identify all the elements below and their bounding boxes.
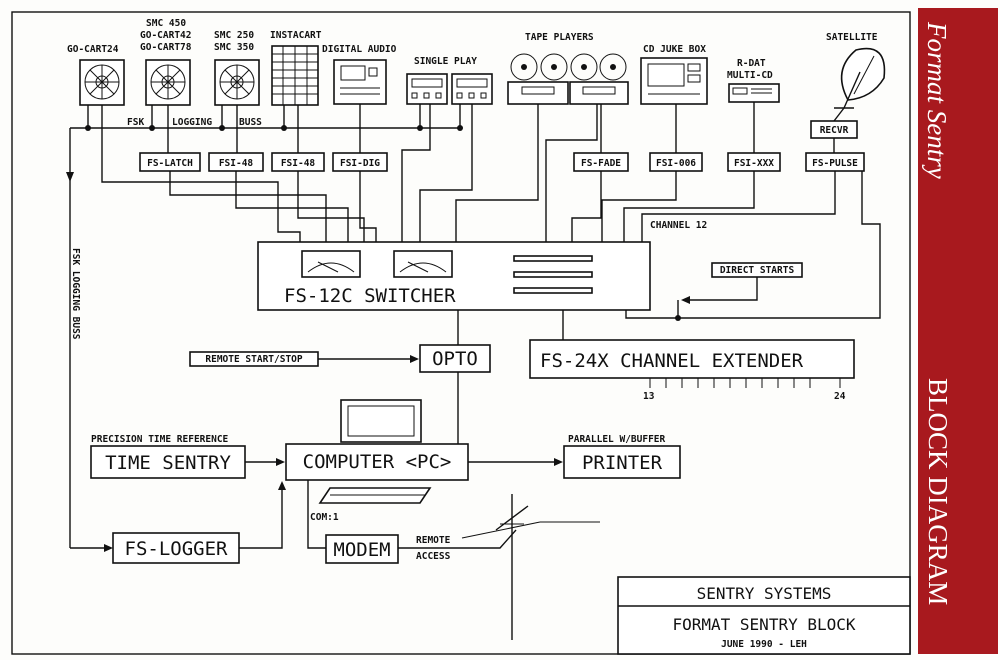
label-fsi-006: FSI-006 (656, 158, 696, 169)
label-printer: PRINTER (582, 452, 663, 474)
label-parallel-buffer: PARALLEL W/BUFFER (568, 434, 666, 445)
label-direct-starts: DIRECT STARTS (720, 265, 795, 276)
label-time-sentry: TIME SENTRY (105, 452, 231, 474)
vu-meter-2-icon (393, 250, 453, 278)
label-fsi-xxx: FSI-XXX (734, 158, 774, 169)
label-go-cart42: GO-CART42 (140, 30, 191, 41)
switcher-slot-icon (513, 255, 593, 294)
extender-channel-ticks (649, 378, 841, 388)
fs-24x-extender-box (529, 339, 855, 379)
label-opto: OPTO (432, 348, 478, 370)
label-single-play: SINGLE PLAY (414, 56, 477, 67)
label-fsi-dig: FSI-DIG (340, 158, 380, 169)
modem-box (325, 534, 399, 564)
label-buss-fsk: FSK (127, 117, 144, 128)
rdat-multi-cd-icon (728, 83, 780, 103)
label-access: ACCESS (416, 551, 451, 562)
label-com1: COM:1 (310, 512, 339, 523)
title-block (617, 576, 911, 655)
label-rdat: R-DAT (737, 58, 766, 69)
label-date: JUNE 1990 - LEH (721, 639, 807, 650)
label-fs-latch: FS-LATCH (147, 158, 193, 169)
label-computer-pc: COMPUTER <PC> (303, 451, 452, 473)
label-fs-fade: FS-FADE (581, 158, 621, 169)
label-fsk-logging-buss-vertical: FSK LOGGING BUSS (70, 248, 81, 340)
label-cd-juke-box: CD JUKE BOX (643, 44, 706, 55)
computer-monitor-icon (340, 399, 422, 443)
label-go-cart24: GO-CART24 (67, 44, 119, 55)
sidebar-title-caps: BLOCK DIAGRAM (923, 378, 953, 605)
go-cart24-device-icon (79, 59, 125, 106)
satellite-dish-icon (834, 47, 886, 109)
label-instacart: INSTACART (270, 30, 322, 41)
printer-box (563, 445, 681, 479)
diagram-border (11, 11, 911, 655)
label-modem: MODEM (333, 539, 390, 561)
label-buss-buss: BUSS (239, 117, 262, 128)
label-remote-start-stop: REMOTE START/STOP (205, 354, 303, 365)
label-company: SENTRY SYSTEMS (697, 584, 832, 603)
cd-juke-box-icon (640, 57, 708, 105)
label-precision-time-reference: PRECISION TIME REFERENCE (91, 434, 229, 445)
label-channel-12: CHANNEL 12 (650, 220, 707, 231)
label-smc350: SMC 350 (214, 42, 254, 53)
label-title: FORMAT SENTRY BLOCK (672, 615, 855, 634)
sidebar-title-italic: Format Sentry (922, 21, 952, 179)
label-channel-24: 24 (834, 391, 846, 402)
label-buss-logging: LOGGING (172, 117, 212, 128)
smc450-device-icon (145, 59, 191, 106)
label-fsi-48-1: FSI-48 (219, 158, 254, 169)
label-fs-logger: FS-LOGGER (125, 538, 229, 560)
label-satellite: SATELLITE (826, 32, 878, 43)
label-multi-cd: MULTI-CD (727, 70, 773, 81)
label-remote: REMOTE (416, 535, 451, 546)
label-smc450: SMC 450 (146, 18, 186, 29)
single-play-deck-2-icon (451, 73, 493, 105)
label-digital-audio: DIGITAL AUDIO (322, 44, 397, 55)
opto-box (419, 344, 491, 373)
label-fs-24x-extender: FS-24X CHANNEL EXTENDER (540, 350, 804, 372)
single-play-deck-1-icon (406, 73, 448, 105)
label-recvr: RECVR (820, 125, 849, 136)
telephone-pole-icon (461, 494, 600, 640)
label-fs-12c-switcher: FS-12C SWITCHER (284, 285, 456, 307)
tape-player-2-icon (569, 53, 629, 105)
label-go-cart78: GO-CART78 (140, 42, 192, 53)
label-tape-players: TAPE PLAYERS (525, 32, 594, 43)
smc250-device-icon (214, 59, 260, 106)
label-fs-pulse: FS-PULSE (812, 158, 858, 169)
digital-audio-device-icon (333, 59, 387, 105)
label-fsi-48-2: FSI-48 (281, 158, 316, 169)
instacart-rack-icon (271, 45, 319, 106)
vu-meter-1-icon (301, 250, 361, 278)
label-smc250: SMC 250 (214, 30, 254, 41)
tape-player-1-icon (507, 53, 569, 105)
sidebar-banner (918, 8, 998, 654)
label-channel-13: 13 (643, 391, 655, 402)
